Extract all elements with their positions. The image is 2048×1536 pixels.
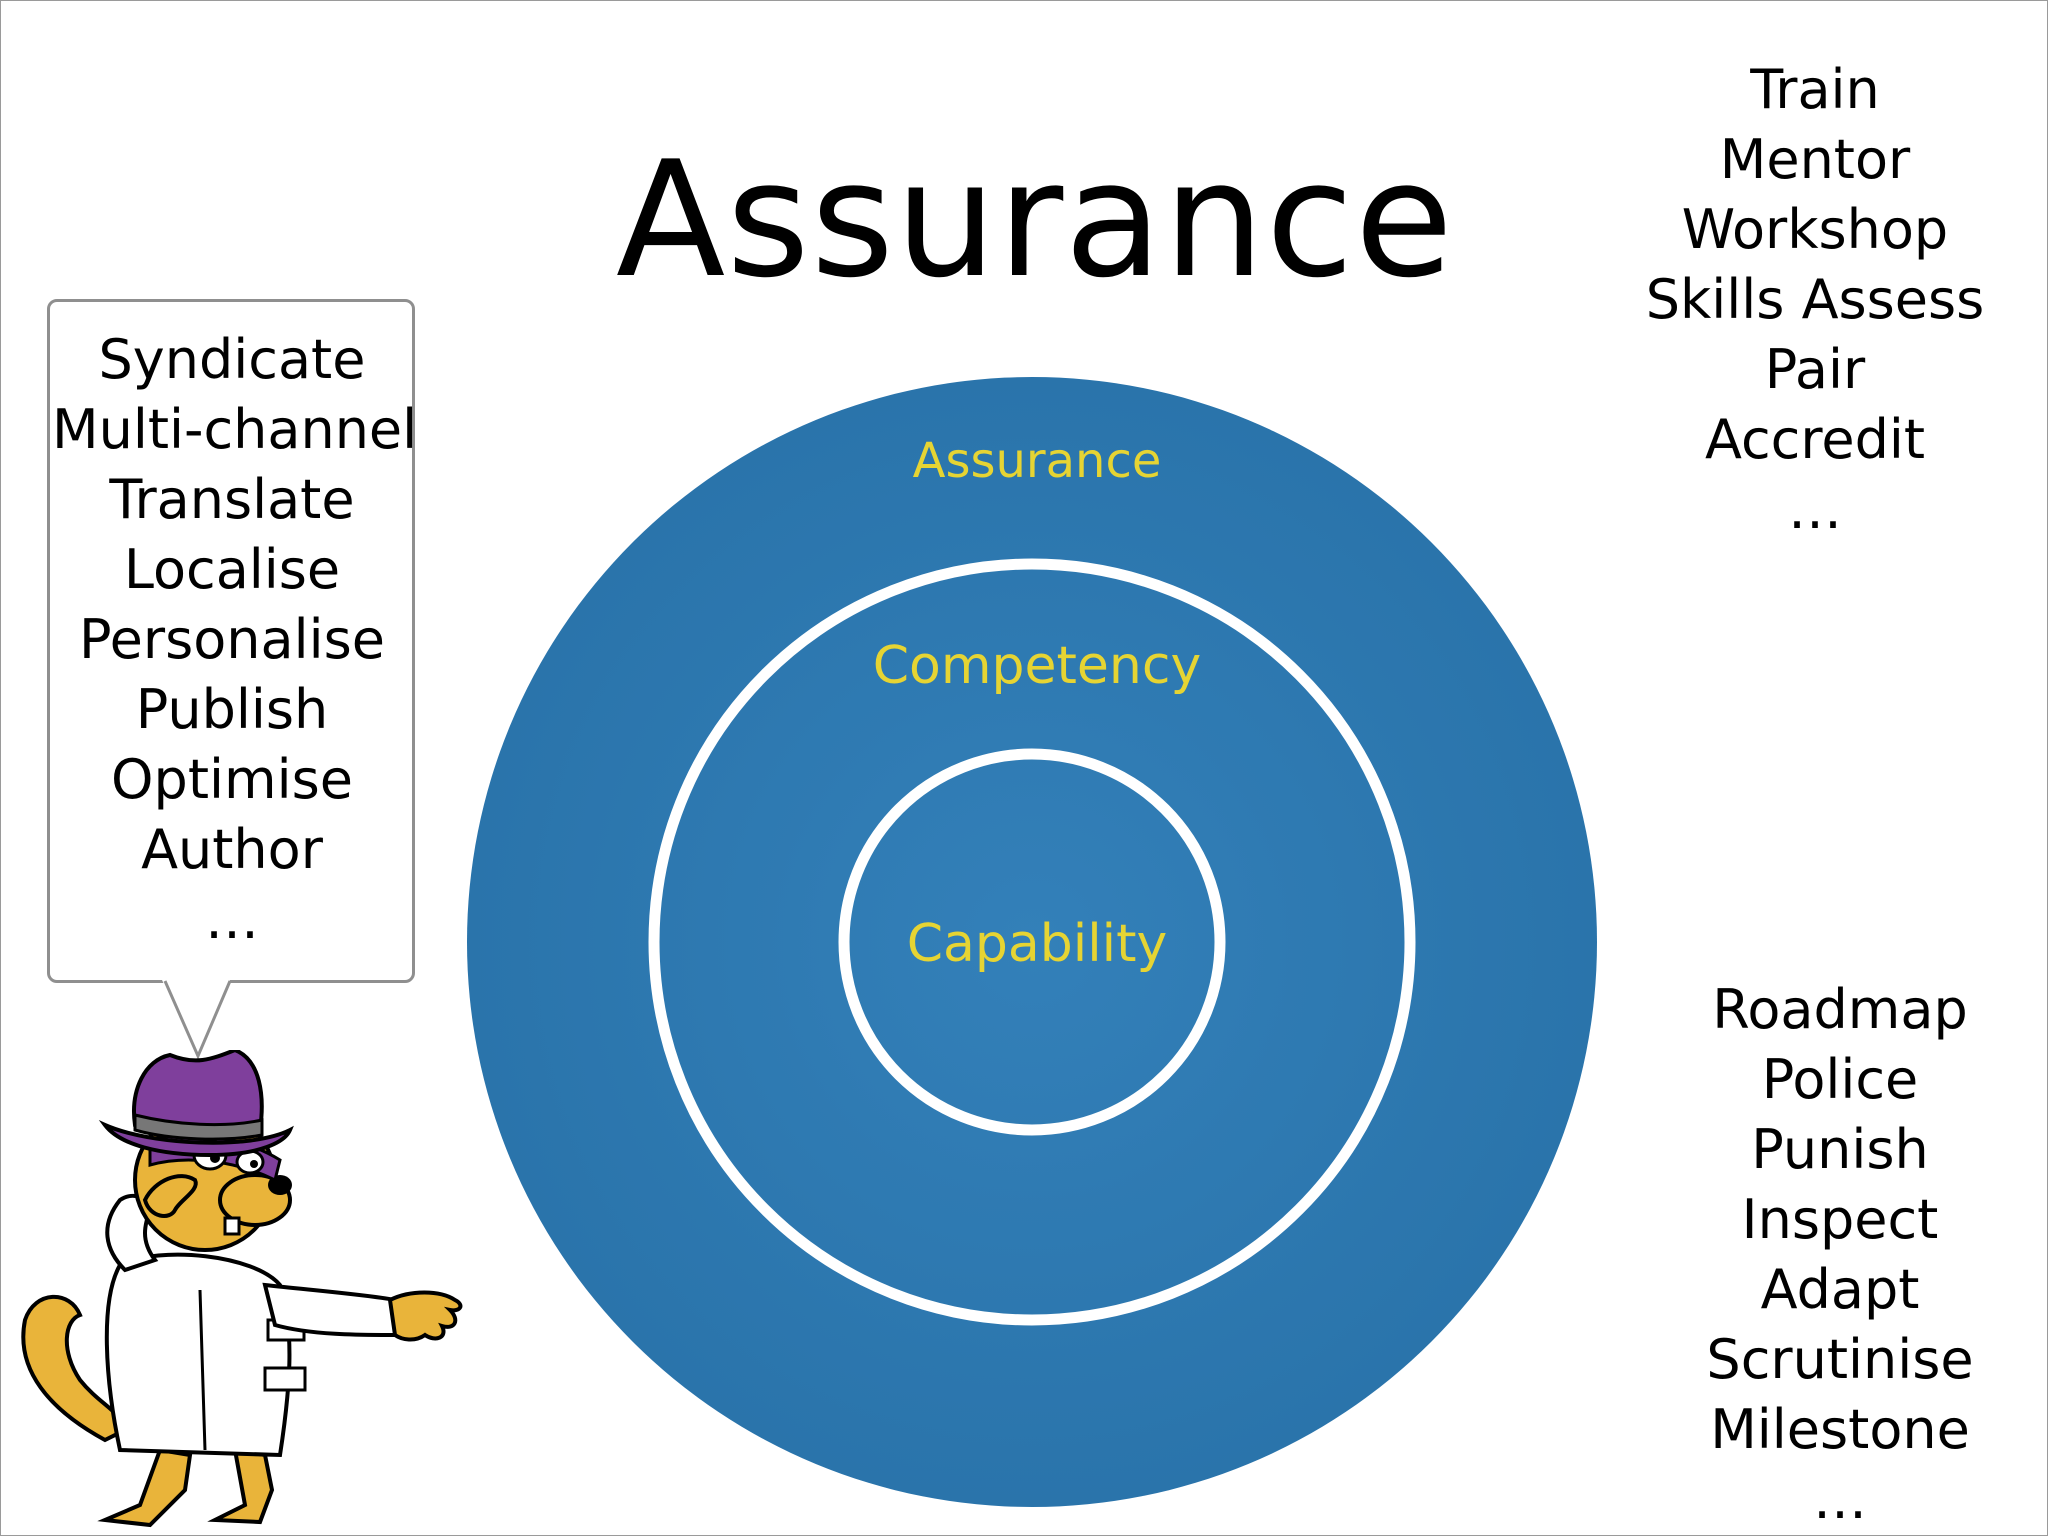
list-item: Mentor xyxy=(1719,128,1911,191)
list-item: Localise xyxy=(123,538,341,601)
middle-ring xyxy=(648,558,1416,1326)
top-right-word-list: Train Mentor Workshop Skills Assess Pair… xyxy=(1620,55,2010,545)
speech-bubble-tail xyxy=(162,980,232,1060)
inner-ring xyxy=(838,748,1226,1136)
list-item: Translate xyxy=(109,468,355,531)
list-item: Train xyxy=(1750,58,1880,121)
bottom-right-word-list: Roadmap Police Punish Inspect Adapt Scru… xyxy=(1640,975,2040,1535)
bubble-word-list: Syndicate Multi-channel Translate Locali… xyxy=(52,325,418,955)
list-item: Scrutinise xyxy=(1706,1328,1974,1391)
slide-title: Assurance xyxy=(615,126,1455,313)
outer-circle xyxy=(467,377,1597,1507)
list-item: … xyxy=(1788,478,1842,541)
list-item: Punish xyxy=(1751,1118,1929,1181)
list-item: Personalise xyxy=(79,608,385,671)
list-item: Workshop xyxy=(1681,198,1949,261)
list-item: Roadmap xyxy=(1712,978,1968,1041)
list-item: Milestone xyxy=(1710,1398,1970,1461)
inner-circle-label: Capability xyxy=(906,914,1168,974)
middle-ring-label: Competency xyxy=(872,636,1202,696)
list-item: Inspect xyxy=(1741,1188,1939,1251)
list-item: Optimise xyxy=(111,748,353,811)
outer-ring-label: Assurance xyxy=(912,433,1162,489)
cartoon-squirrel-secret-agent-icon xyxy=(21,1050,463,1528)
list-item: Syndicate xyxy=(98,328,366,391)
concentric-circles-diagram xyxy=(467,377,1597,1507)
list-item: Publish xyxy=(135,678,329,741)
list-item: Skills Assess xyxy=(1645,268,1985,331)
list-item: … xyxy=(1813,1468,1867,1531)
list-item: Adapt xyxy=(1760,1258,1920,1321)
list-item: … xyxy=(205,888,259,951)
speech-bubble xyxy=(47,299,415,983)
list-item: Author xyxy=(141,818,323,881)
list-item: Pair xyxy=(1764,338,1866,401)
list-item: Multi-channel xyxy=(52,398,418,461)
list-item: Accredit xyxy=(1704,408,1926,471)
list-item: Police xyxy=(1761,1048,1919,1111)
